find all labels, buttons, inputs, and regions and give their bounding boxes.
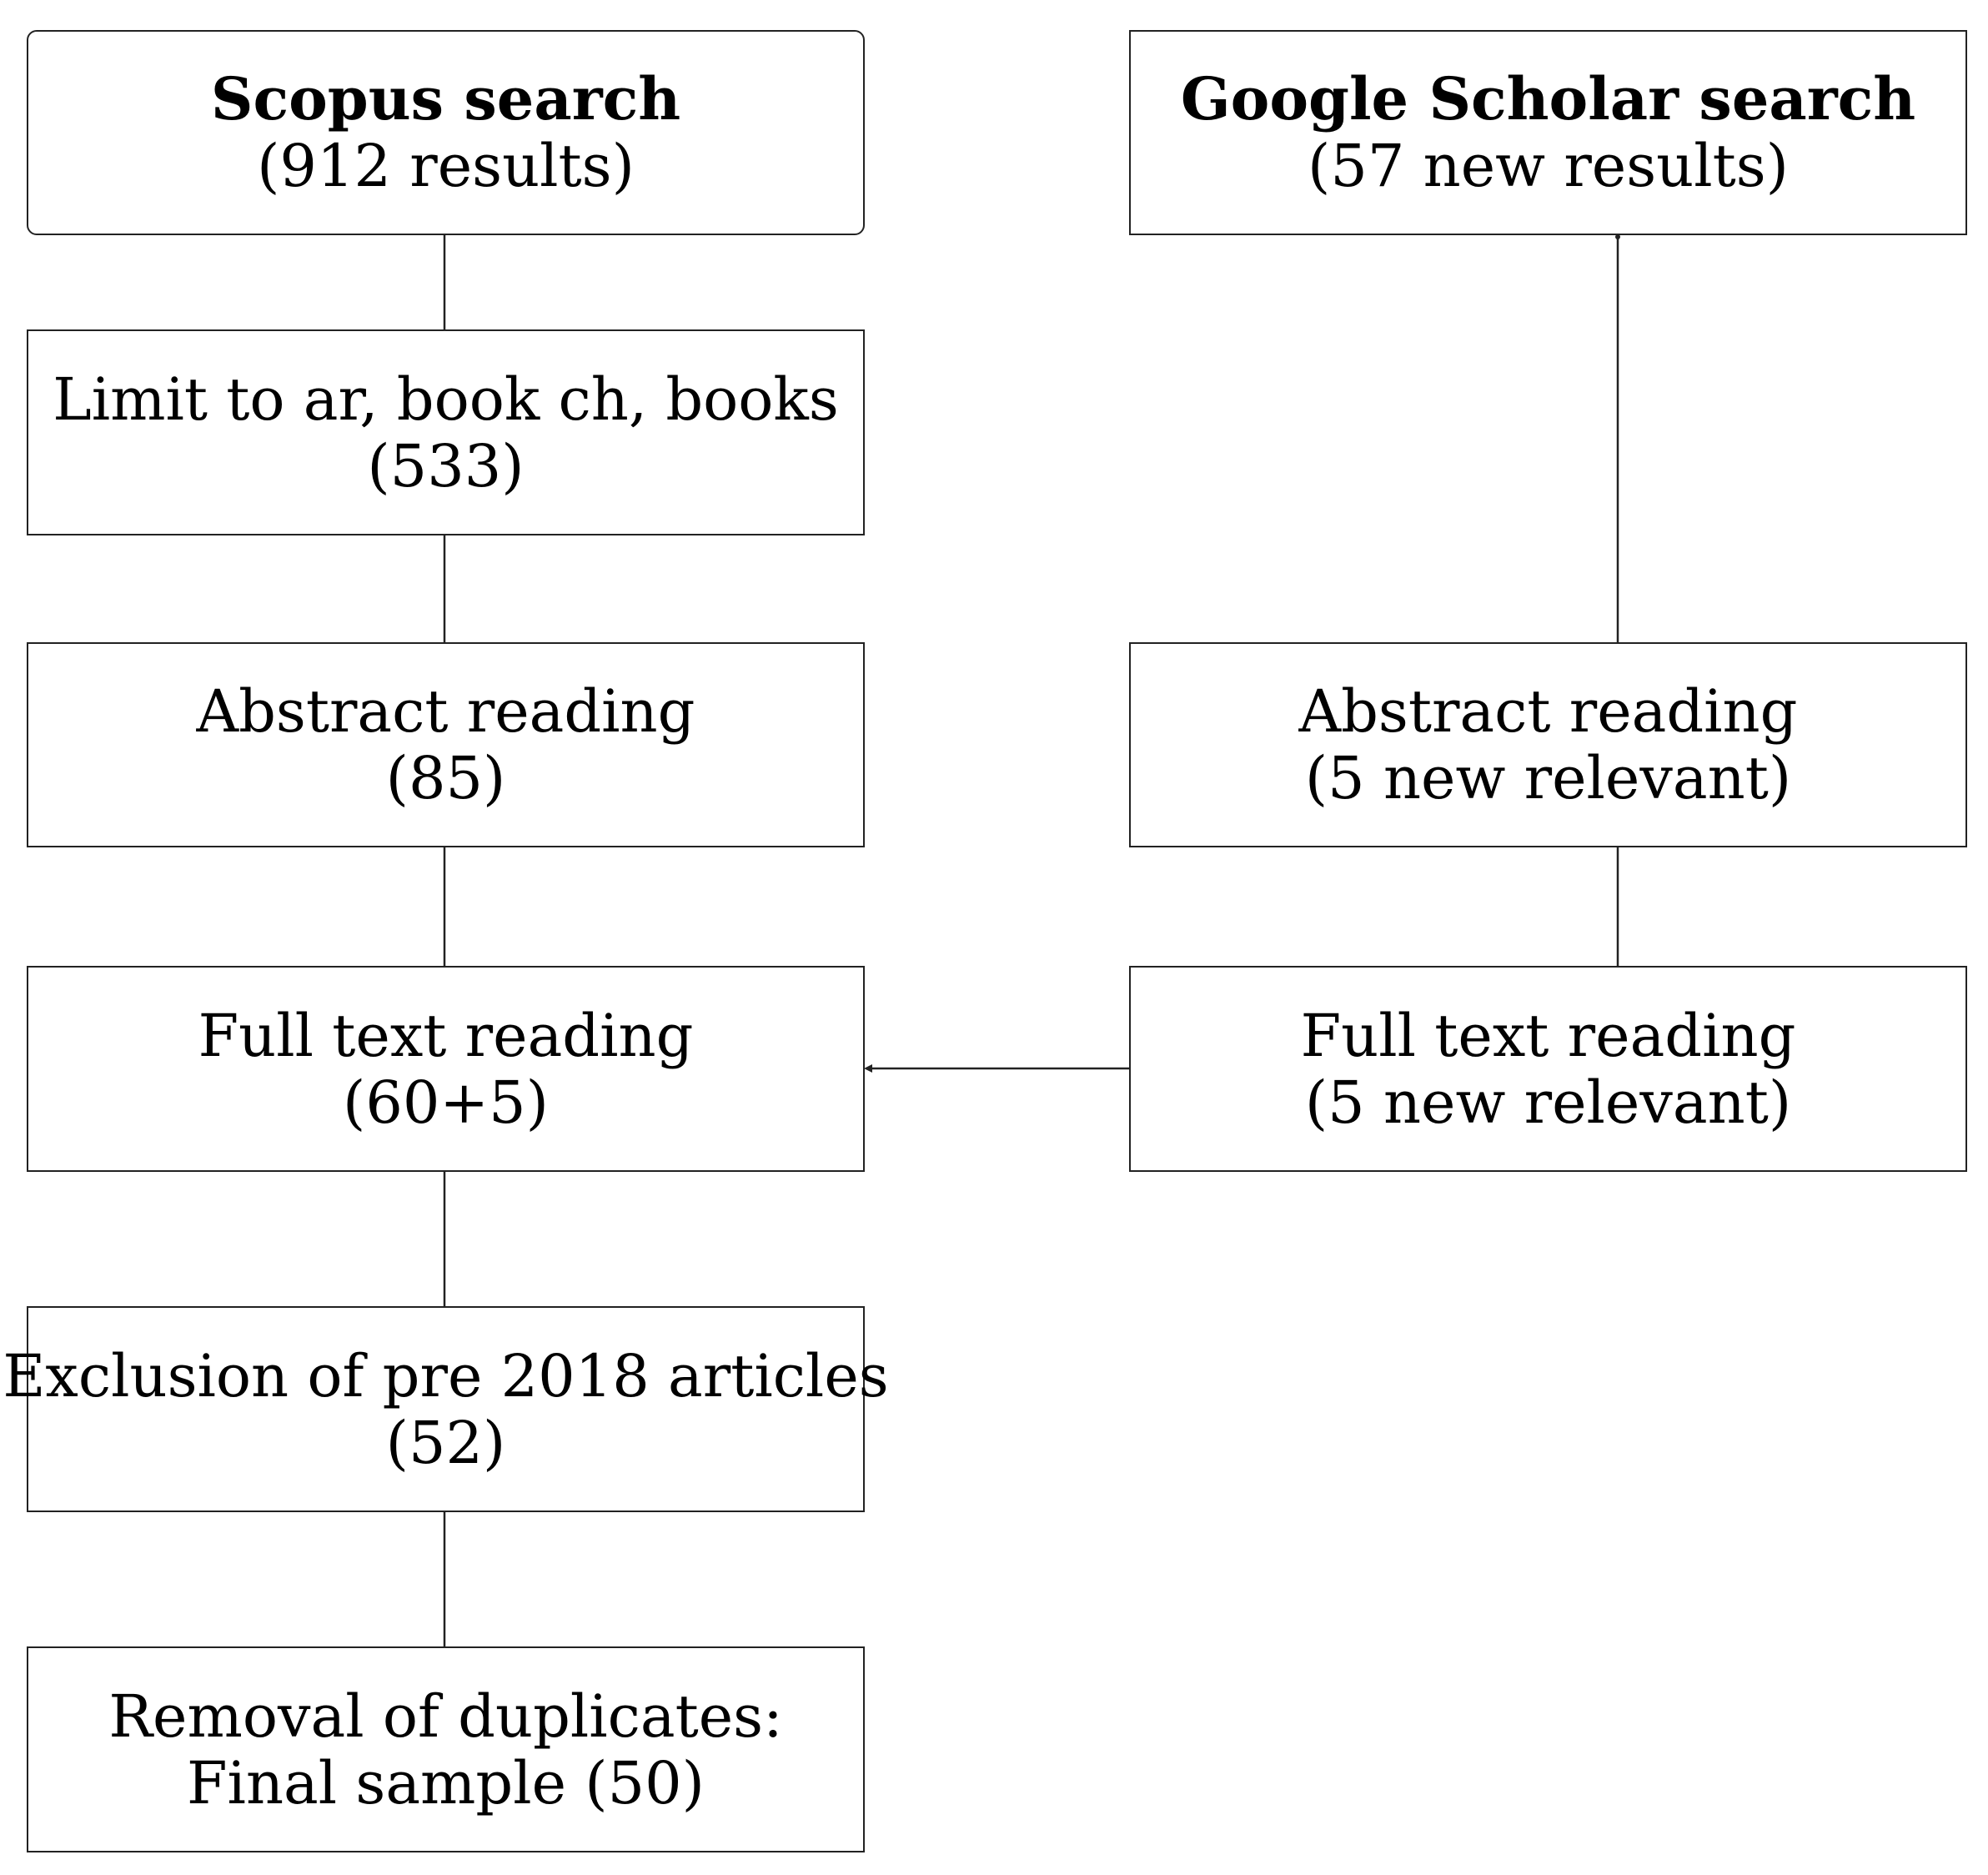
removal-box: Removal of duplicates: Final sample (50) <box>27 1646 865 1852</box>
abstract-reading-left-title: Abstract reading <box>196 677 695 746</box>
full-text-reading-right-detail: (5 new relevant) <box>1304 1068 1792 1137</box>
google-scholar-search-box: Google Scholar search (57 new results) <box>1129 30 1967 235</box>
scopus-search-title: Scopus search <box>210 64 681 133</box>
limit-title: Limit to ar, book ch, books <box>53 364 839 434</box>
abstract-reading-left-box: Abstract reading (85) <box>27 642 865 847</box>
full-text-reading-right-box: Full text reading (5 new relevant) <box>1129 966 1967 1172</box>
abstract-reading-right-title: Abstract reading <box>1298 677 1798 746</box>
removal-detail: Final sample (50) <box>186 1748 705 1817</box>
google-scholar-search-detail: (57 new results) <box>1308 132 1789 200</box>
abstract-reading-right-box: Abstract reading (5 new relevant) <box>1129 642 1967 847</box>
full-text-reading-right-title: Full text reading <box>1300 1001 1796 1070</box>
exclusion-box: Exclusion of pre 2018 articles (52) <box>3 1306 889 1512</box>
full-text-reading-left-title: Full text reading <box>198 1001 694 1070</box>
abstract-reading-right-detail: (5 new relevant) <box>1304 744 1792 812</box>
limit-detail: (533) <box>367 431 525 500</box>
scopus-search-box: Scopus search (912 results) <box>27 30 865 235</box>
full-text-reading-left-box: Full text reading (60+5) <box>27 966 865 1172</box>
google-scholar-search-title: Google Scholar search <box>1180 64 1916 133</box>
exclusion-detail: (52) <box>385 1408 506 1477</box>
scopus-search-detail: (912 results) <box>257 132 635 200</box>
removal-title: Removal of duplicates: <box>108 1681 783 1751</box>
limit-box: Limit to ar, book ch, books (533) <box>27 329 865 535</box>
arrowhead <box>864 1064 872 1073</box>
full-text-reading-left-detail: (60+5) <box>343 1068 549 1137</box>
abstract-reading-left-detail: (85) <box>385 744 506 812</box>
connector-dot <box>1615 234 1620 239</box>
exclusion-title: Exclusion of pre 2018 articles <box>3 1341 889 1410</box>
